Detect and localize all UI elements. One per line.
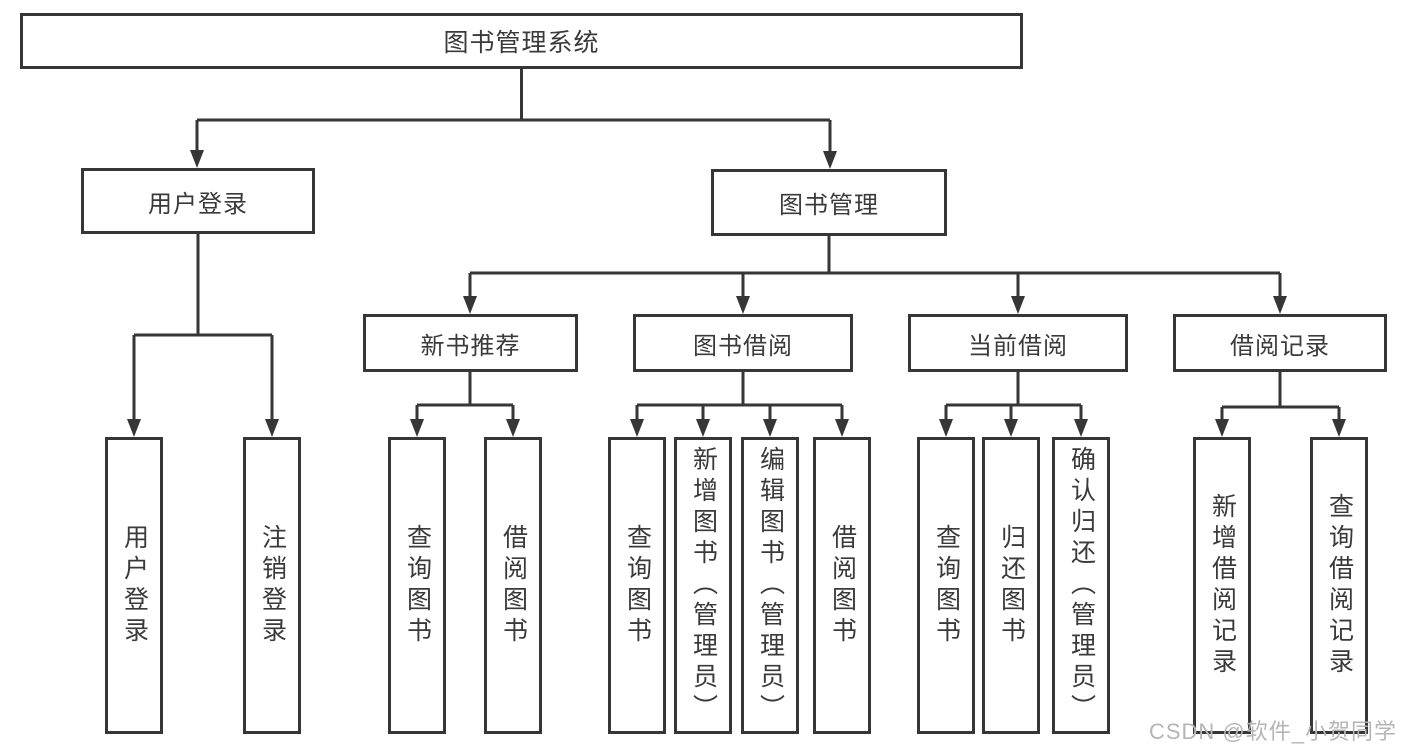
arrow-down-icon bbox=[265, 419, 279, 437]
arrow-down-icon bbox=[630, 419, 644, 437]
arrow-down-icon bbox=[1004, 419, 1018, 437]
node-new-book-recommendation: 新书推荐 bbox=[363, 314, 578, 372]
node-borrowing-records: 借阅记录 bbox=[1173, 314, 1387, 372]
connector-user-login-branch bbox=[127, 234, 279, 437]
leaf-add-book-admin: 新增图书（管理员） bbox=[674, 437, 732, 734]
leaf-logout: 注销登录 bbox=[243, 437, 301, 734]
arrow-down-icon bbox=[939, 419, 953, 437]
leaf-query-books-current: 查询图书 bbox=[917, 437, 975, 734]
connector-borrow-record-branch bbox=[1215, 372, 1346, 437]
watermark: CSDN @软件_小贺同学 bbox=[1148, 719, 1397, 744]
node-book-borrowing: 图书借阅 bbox=[633, 314, 853, 372]
connector-book-borrow-branch bbox=[630, 372, 849, 437]
arrow-down-icon bbox=[763, 419, 777, 437]
arrow-down-icon bbox=[463, 296, 477, 314]
connector-current-borrow-branch bbox=[939, 372, 1088, 437]
leaf-query-books-recommend: 查询图书 bbox=[388, 437, 446, 734]
leaf-edit-book-admin: 编辑图书（管理员） bbox=[741, 437, 799, 734]
arrow-down-icon bbox=[1215, 419, 1229, 437]
leaf-confirm-return-admin: 确认归还（管理员） bbox=[1052, 437, 1110, 734]
connector-root-to-level2 bbox=[190, 69, 837, 169]
arrow-down-icon bbox=[835, 419, 849, 437]
leaf-query-books-borrow: 查询图书 bbox=[608, 437, 666, 734]
leaf-borrow-books-recommend: 借阅图书 bbox=[484, 437, 542, 734]
leaf-add-borrow-record: 新增借阅记录 bbox=[1193, 437, 1251, 734]
connector-new-book-branch bbox=[410, 372, 520, 437]
connector-book-management-branch bbox=[463, 236, 1287, 314]
leaf-user-login: 用户登录 bbox=[105, 437, 163, 734]
arrow-down-icon bbox=[696, 419, 710, 437]
node-user-login: 用户登录 bbox=[81, 168, 315, 234]
node-current-borrowing: 当前借阅 bbox=[908, 314, 1128, 372]
leaf-borrow-books: 借阅图书 bbox=[813, 437, 871, 734]
arrow-down-icon bbox=[823, 151, 837, 169]
leaf-return-book: 归还图书 bbox=[982, 437, 1040, 734]
arrow-down-icon bbox=[127, 419, 141, 437]
arrow-down-icon bbox=[1074, 419, 1088, 437]
arrow-down-icon bbox=[410, 419, 424, 437]
node-library-system: 图书管理系统 bbox=[20, 13, 1023, 69]
arrow-down-icon bbox=[736, 296, 750, 314]
arrow-down-icon bbox=[190, 150, 204, 168]
node-book-management: 图书管理 bbox=[711, 169, 947, 236]
arrow-down-icon bbox=[1273, 296, 1287, 314]
arrow-down-icon bbox=[1011, 296, 1025, 314]
arrow-down-icon bbox=[1332, 419, 1346, 437]
leaf-query-borrow-record: 查询借阅记录 bbox=[1310, 437, 1368, 734]
arrow-down-icon bbox=[506, 419, 520, 437]
